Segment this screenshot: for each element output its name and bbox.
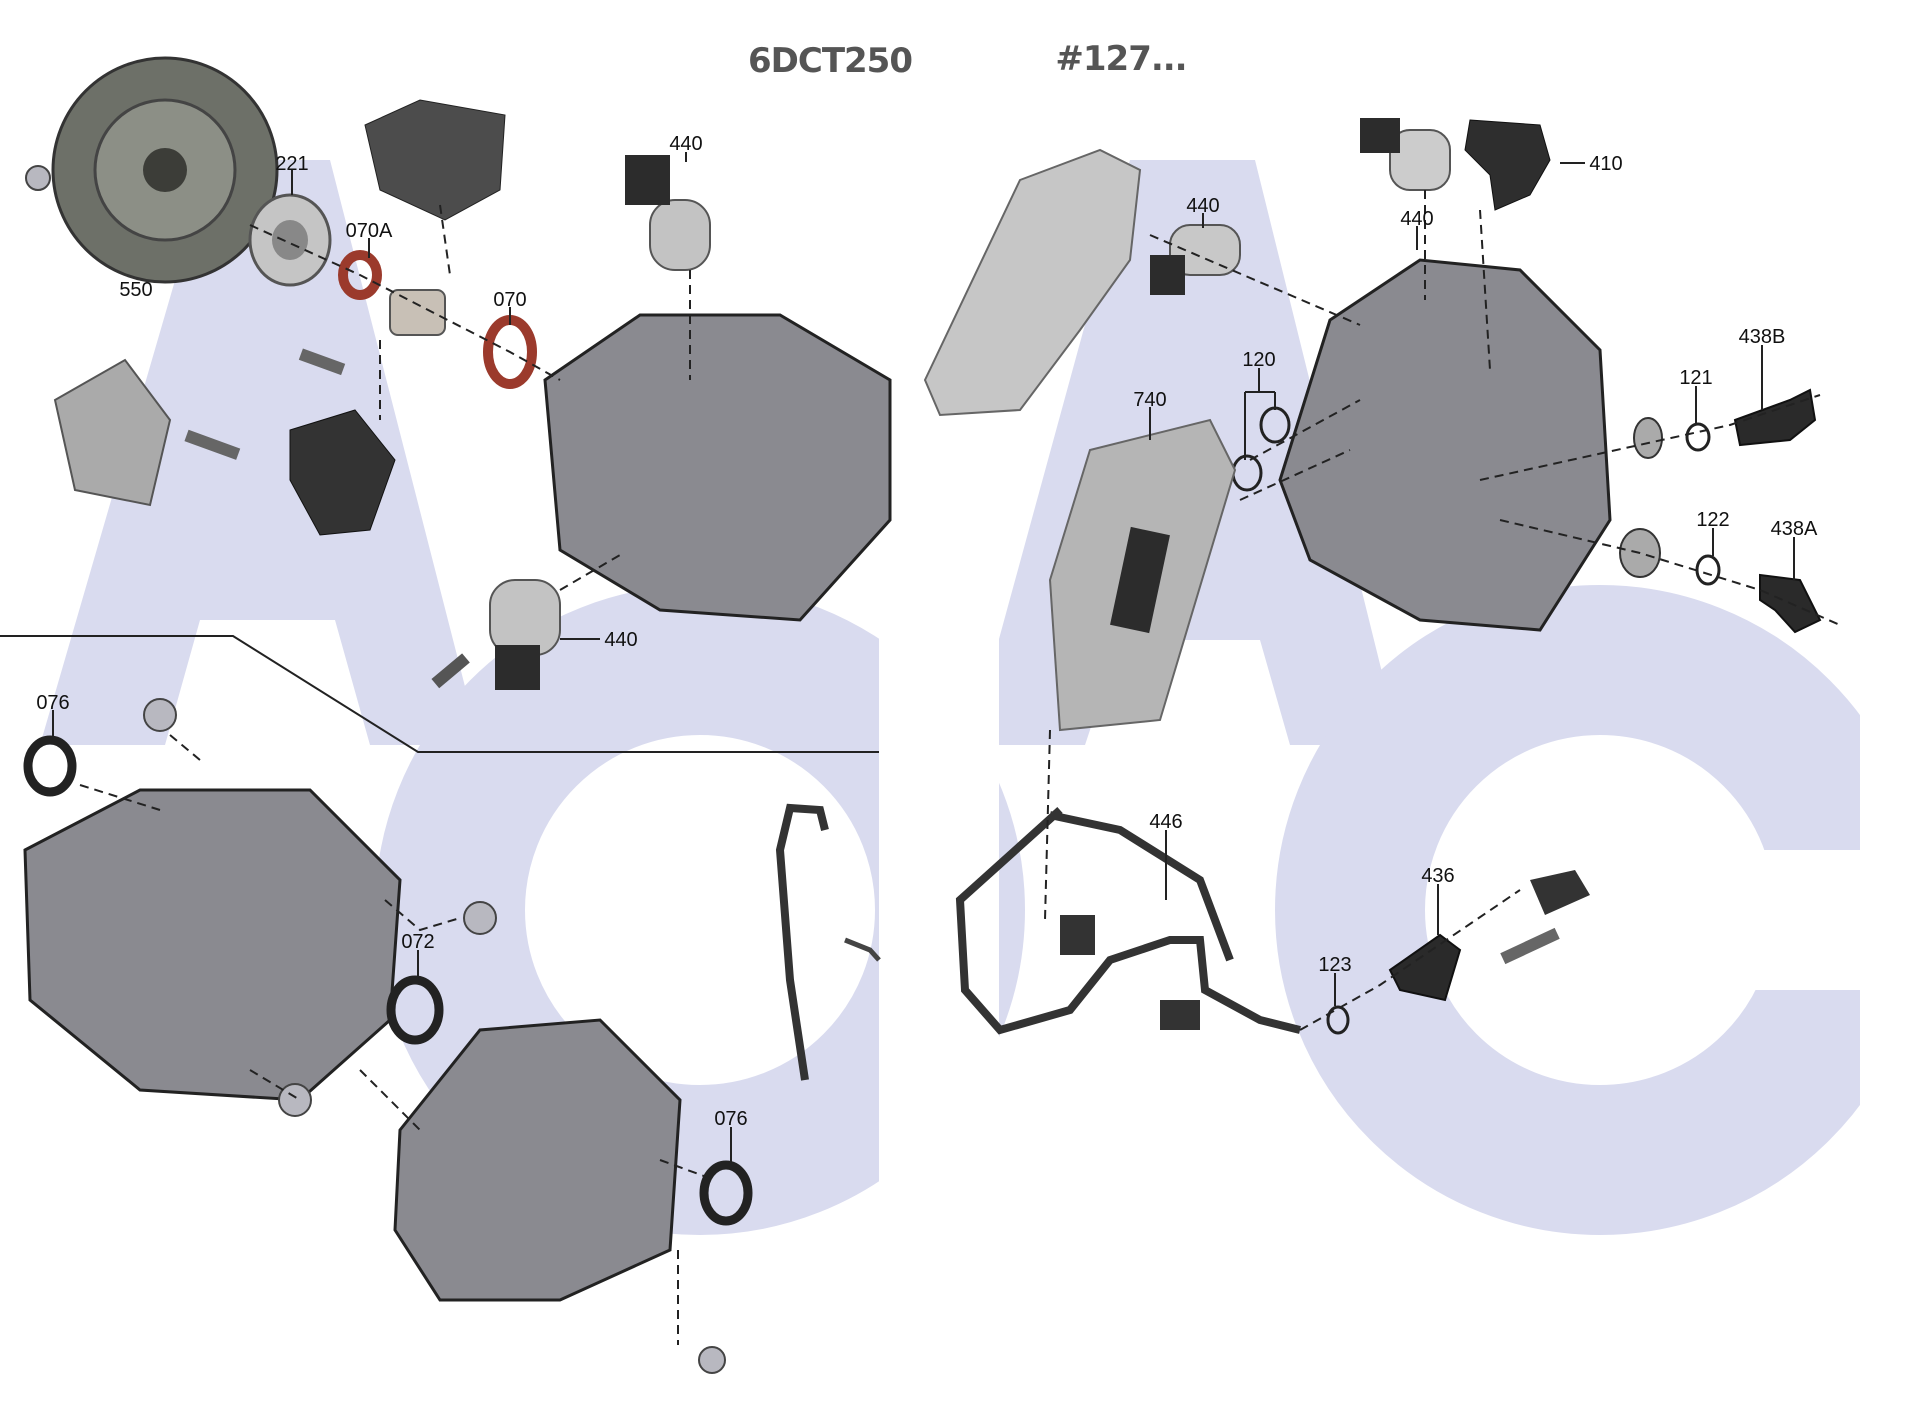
valve-body xyxy=(923,148,1142,417)
sensor-bracket xyxy=(1530,870,1590,915)
module-connector xyxy=(1110,526,1170,634)
transmission-case xyxy=(393,1018,682,1302)
bolt xyxy=(698,1346,726,1374)
hose-clip xyxy=(844,937,881,962)
plug xyxy=(278,1083,312,1117)
o-ring-122 xyxy=(1695,554,1721,586)
o-ring-121 xyxy=(1685,422,1711,452)
sleeve xyxy=(389,289,446,336)
seal-072 xyxy=(386,975,444,1045)
model-title: 6DCT250 xyxy=(748,41,912,81)
transmission-housing-right xyxy=(1278,258,1612,632)
callout-740: 740 xyxy=(1133,389,1166,411)
sensor-436 xyxy=(1388,933,1462,1002)
seal-076-right xyxy=(699,1160,753,1226)
actuator-440-valve-body xyxy=(1150,224,1241,295)
callout-410: 410 xyxy=(1589,153,1622,175)
breather-hose xyxy=(775,803,829,1081)
callout-440-top-left: 440 xyxy=(669,133,702,155)
wiring-harness-446 xyxy=(955,807,1301,1035)
transmission-housing xyxy=(543,313,892,622)
transmission-housing-lower xyxy=(23,788,402,1102)
callout-121: 121 xyxy=(1679,367,1712,389)
seal-076-left xyxy=(23,735,77,797)
callout-070: 070 xyxy=(493,289,526,311)
shift-fork xyxy=(364,99,506,221)
harness-connector xyxy=(1060,915,1095,955)
gasket xyxy=(1633,417,1663,459)
callout-123: 123 xyxy=(1318,954,1351,976)
callout-076-left: 076 xyxy=(36,692,69,714)
actuator-440-top xyxy=(625,155,711,271)
bolt xyxy=(431,653,470,689)
callout-438a: 438A xyxy=(1771,518,1818,540)
seal-070a xyxy=(338,250,382,300)
plug xyxy=(463,901,497,935)
callout-070a: 070A xyxy=(346,220,393,242)
callout-436: 436 xyxy=(1421,865,1454,887)
clutch-assembly-550 xyxy=(51,56,279,284)
callout-446: 446 xyxy=(1149,811,1182,833)
bolt xyxy=(298,348,346,376)
callout-221: 221 xyxy=(275,153,308,175)
speed-sensor-438b xyxy=(1733,388,1817,447)
callout-440-top-right: 440 xyxy=(1400,208,1433,230)
plug xyxy=(143,698,177,732)
actuator-440-top-right xyxy=(1360,118,1451,191)
bolt xyxy=(184,429,241,460)
callout-120: 120 xyxy=(1242,349,1275,371)
bearing-221 xyxy=(248,193,332,287)
bracket xyxy=(53,358,172,507)
bolt xyxy=(1500,927,1560,965)
bolt xyxy=(25,165,51,191)
callout-076-right: 076 xyxy=(714,1108,747,1130)
callout-122: 122 xyxy=(1696,509,1729,531)
callout-440-valve-body: 440 xyxy=(1186,195,1219,217)
callout-438b: 438B xyxy=(1739,326,1786,348)
callout-550: 550 xyxy=(119,279,152,301)
position-sensor-410 xyxy=(1464,119,1551,211)
callout-072: 072 xyxy=(401,931,434,953)
o-ring-123 xyxy=(1326,1005,1350,1035)
leader-lines xyxy=(52,152,1795,1165)
callout-440-bottom-left: 440 xyxy=(604,629,637,651)
reference-title: #127... xyxy=(1055,39,1186,79)
mount-bracket xyxy=(289,409,396,536)
section-divider xyxy=(0,635,879,753)
harness-connector xyxy=(1160,1000,1200,1030)
actuator-440-bottom xyxy=(489,579,561,690)
